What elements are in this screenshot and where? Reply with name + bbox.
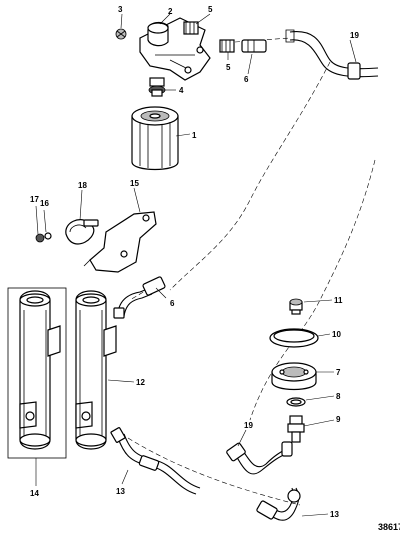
callout-13-left: 13 xyxy=(116,487,125,496)
hose-19-upper xyxy=(285,29,379,80)
cooler-12 xyxy=(75,290,117,450)
clamp-18 xyxy=(65,219,99,245)
callout-7: 7 xyxy=(336,368,341,377)
washer-16 xyxy=(44,232,52,240)
callout-9: 9 xyxy=(336,415,341,424)
reference-number: 38617 xyxy=(378,522,400,532)
callout-19-upper: 19 xyxy=(350,31,359,40)
fitting-5-lower xyxy=(219,39,235,53)
callout-6-upper: 6 xyxy=(244,75,249,84)
callout-15: 15 xyxy=(130,179,139,188)
fuel-filter-1 xyxy=(131,106,179,171)
plug-11 xyxy=(289,298,303,315)
bolt-17 xyxy=(35,233,45,243)
fitting-4 xyxy=(148,77,166,97)
mounting-plate-15 xyxy=(83,211,157,273)
callout-11: 11 xyxy=(334,296,343,305)
hose-6-upper xyxy=(241,39,267,53)
cooler-14-box xyxy=(7,287,67,459)
callout-12: 12 xyxy=(136,378,145,387)
callout-19-lower: 19 xyxy=(244,421,253,430)
filter-mount-bracket xyxy=(139,17,211,81)
callout-10: 10 xyxy=(332,330,341,339)
callout-18: 18 xyxy=(78,181,87,190)
callout-6-lower: 6 xyxy=(170,299,175,308)
callout-1: 1 xyxy=(192,131,197,140)
hose-6-lower xyxy=(113,276,166,319)
callout-labels: 1 2 3 4 5 5 6 6 7 8 9 10 11 12 13 13 14 … xyxy=(30,5,359,519)
callout-4: 4 xyxy=(179,86,184,95)
hose-13-right xyxy=(256,487,301,521)
o-ring-8 xyxy=(286,397,306,407)
callout-13-right: 13 xyxy=(330,510,339,519)
cooler-14 xyxy=(19,290,61,450)
callout-3: 3 xyxy=(118,5,123,14)
leader-lines xyxy=(35,13,357,517)
callout-8: 8 xyxy=(336,392,341,401)
bowl-10 xyxy=(269,328,319,348)
plug-3 xyxy=(115,28,127,40)
fitting-5-upper xyxy=(183,21,199,35)
housing-7 xyxy=(271,362,317,391)
fitting-9 xyxy=(287,415,305,443)
callout-5-lower: 5 xyxy=(226,63,231,72)
hose-13-left xyxy=(110,427,201,495)
hose-19-lower xyxy=(226,441,293,475)
callout-14: 14 xyxy=(30,489,39,498)
callout-2: 2 xyxy=(168,7,173,16)
callout-17: 17 xyxy=(30,195,39,204)
callout-5-upper: 5 xyxy=(208,5,213,14)
callout-16: 16 xyxy=(40,199,49,208)
